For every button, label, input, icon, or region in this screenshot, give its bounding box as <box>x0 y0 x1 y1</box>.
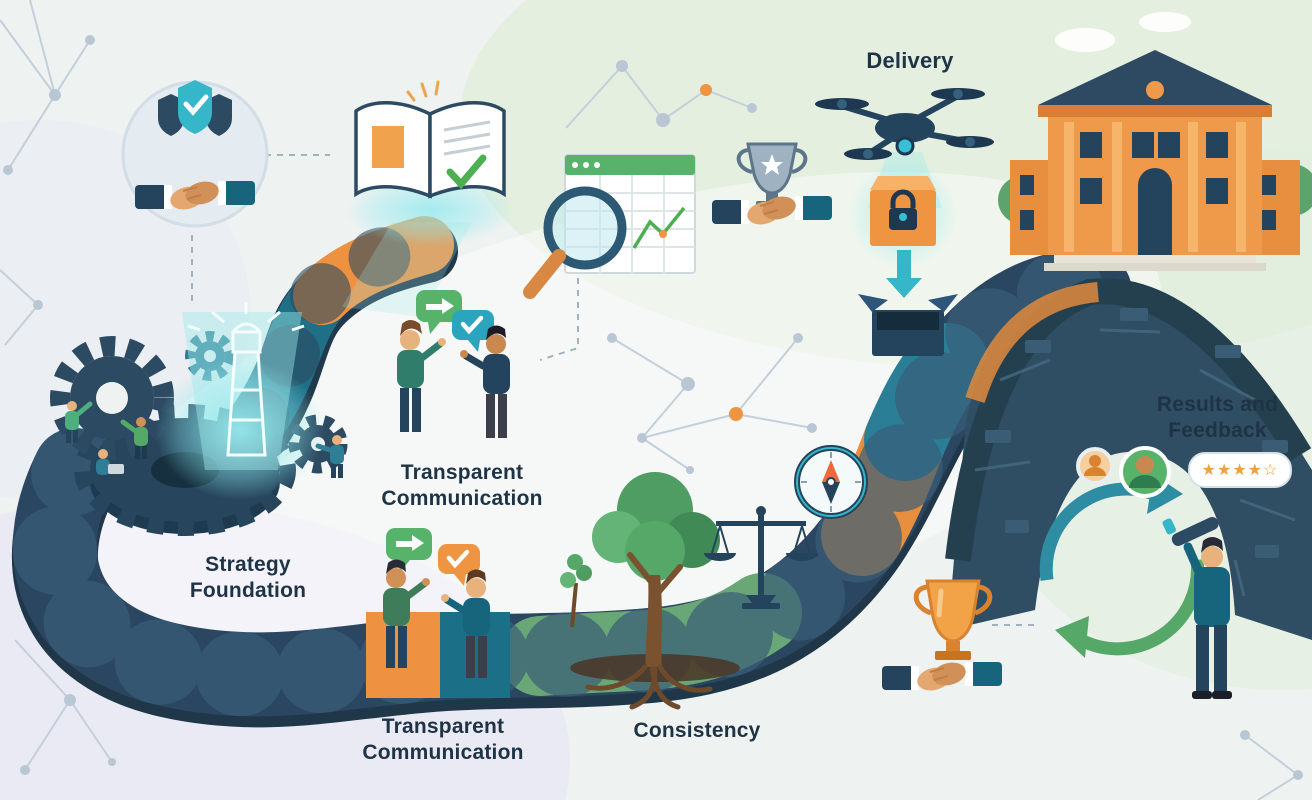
label-consistency: Consistency <box>633 719 761 742</box>
dashed-connectors <box>191 154 1035 626</box>
magnifier-icon <box>543 186 627 270</box>
results-feedback-scene <box>1039 446 1232 699</box>
trophy-icon <box>913 579 993 660</box>
shield-icon <box>158 94 184 136</box>
person-figure <box>441 569 490 678</box>
award-handshake-top <box>711 142 833 229</box>
delivery-drone-scene <box>815 88 994 356</box>
sapling-icon <box>560 554 592 628</box>
spreadsheet-magnifier-icon <box>523 154 696 299</box>
balance-scales-icon <box>704 506 818 609</box>
compass-icon <box>794 445 868 519</box>
sparkle-icon <box>406 80 440 102</box>
speech-bubble-check-icon <box>452 310 494 352</box>
telescope-icon <box>1171 516 1219 546</box>
talking-pair-top <box>397 290 510 438</box>
stone-bridge <box>945 278 1312 640</box>
trust-badge-icon <box>121 80 269 228</box>
person-figure <box>383 559 430 668</box>
worker-figure <box>65 401 93 443</box>
open-box-icon <box>858 294 958 356</box>
speech-bubble-check-icon <box>438 544 480 586</box>
telescope-person <box>1162 516 1232 699</box>
customer-avatars <box>1076 446 1171 498</box>
label-results-feedback: Results and Feedback <box>1156 393 1279 442</box>
cloud-icon <box>1139 12 1191 32</box>
strategy-foundation-scene <box>50 302 348 536</box>
star-rating-stars: ★★★★☆ <box>1201 462 1279 479</box>
secure-package-icon <box>848 159 958 269</box>
label-delivery: Delivery <box>866 48 954 73</box>
lighthouse-glow <box>155 360 325 500</box>
label-strategy-foundation: Strategy Foundation <box>189 553 307 602</box>
worker-figure <box>96 449 124 475</box>
speech-bubble-arrow-icon <box>416 290 462 334</box>
person-figure <box>397 320 446 432</box>
growing-tree-icon <box>560 472 720 710</box>
roots <box>585 664 713 710</box>
main-road-path <box>11 249 1133 728</box>
worker-figure <box>315 435 344 478</box>
talking-pair-bottom <box>383 528 490 678</box>
worker-figure <box>120 417 148 459</box>
drone-camera-icon <box>895 136 915 156</box>
institution-building <box>998 12 1312 271</box>
label-transparent-communication-bottom: Transparent Communication <box>362 715 524 764</box>
reward-handshake-bottom <box>881 579 1003 695</box>
cloud-icon <box>1055 28 1115 52</box>
person-figure <box>460 325 510 438</box>
shield-icon <box>206 94 232 136</box>
down-arrow-icon <box>886 250 922 298</box>
star-rating-badge: ★★★★☆ <box>1188 452 1292 488</box>
gear-icon <box>50 336 174 460</box>
lighthouse-icon <box>187 302 305 457</box>
label-transparent-communication-top: Transparent Communication <box>381 461 543 510</box>
lock-icon <box>890 189 916 208</box>
open-book-icon <box>342 80 515 317</box>
